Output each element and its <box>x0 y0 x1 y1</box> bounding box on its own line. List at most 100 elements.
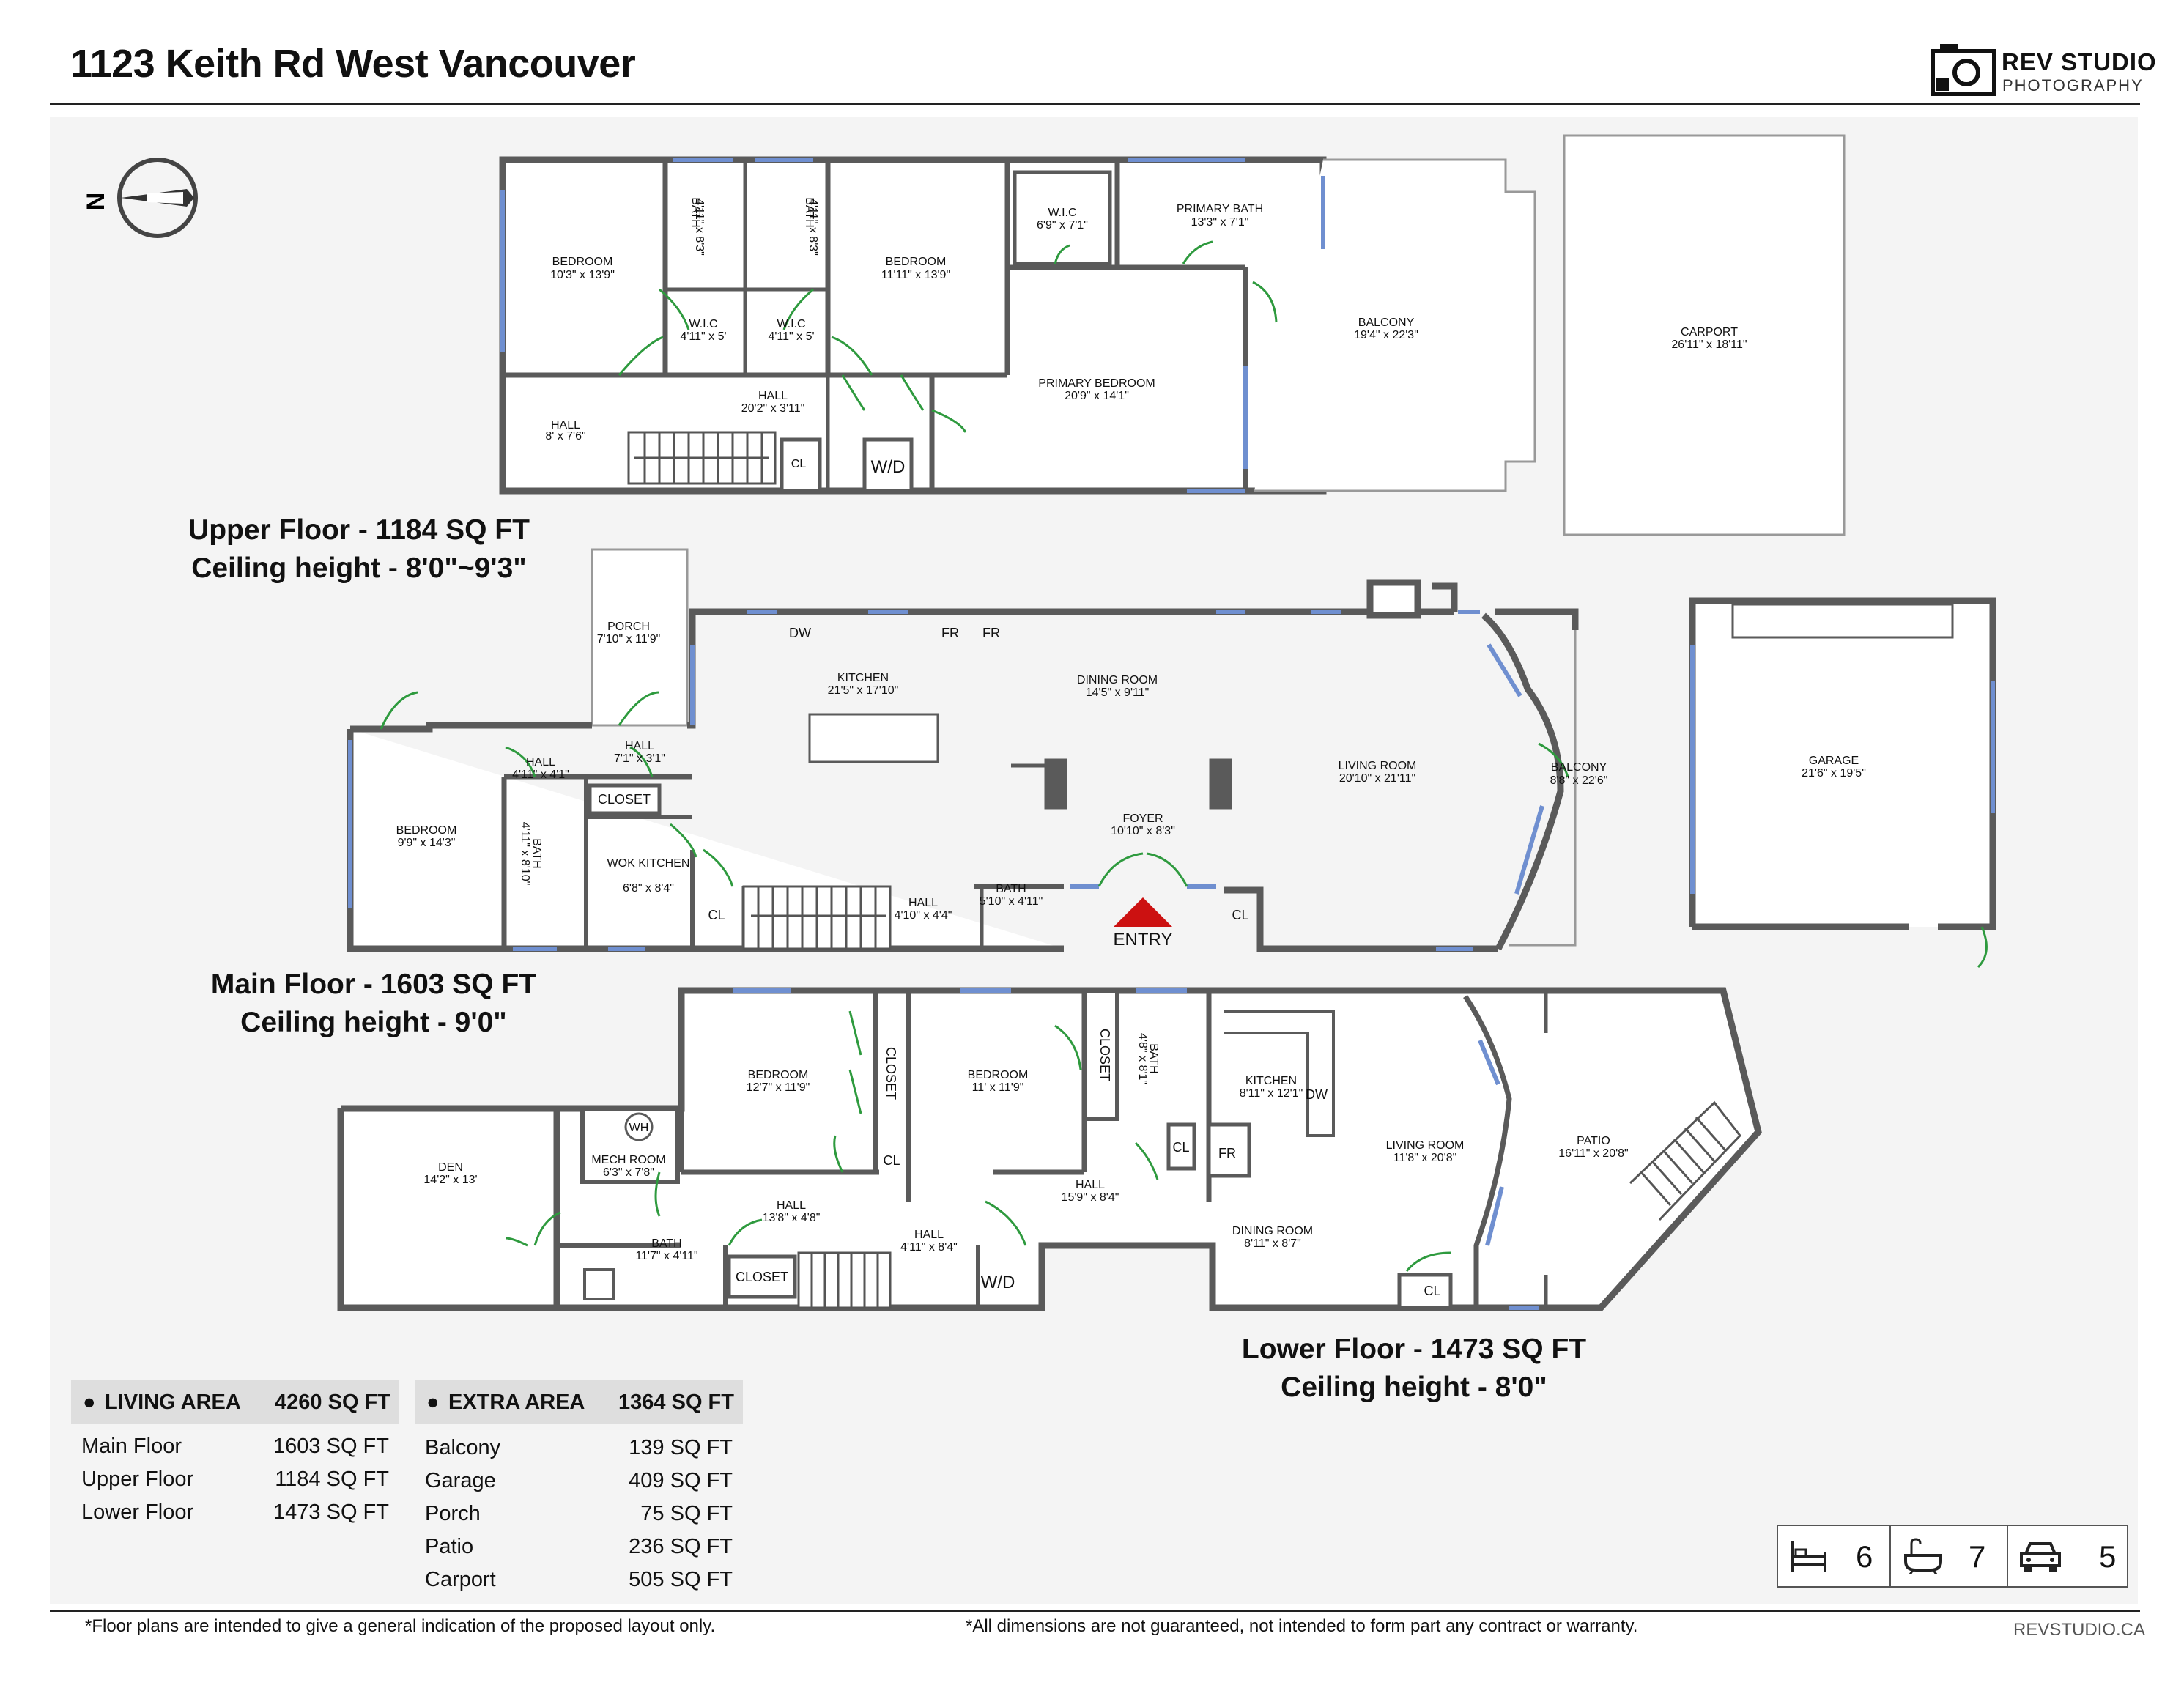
lower-living-dim: 11'8" x 20'8" <box>1393 1152 1457 1164</box>
main-hall-b-name: HALL <box>526 756 555 769</box>
main-bath-b-dim: 5'10" x 4'11" <box>980 895 1043 908</box>
lower-cl-label-b: CL <box>1172 1140 1189 1155</box>
main-entry-label: ENTRY <box>1114 930 1173 949</box>
lower-door-swings <box>505 1010 1451 1272</box>
parking-count-cell: 5 <box>2008 1526 2127 1586</box>
main-dining-dim: 14'5" x 9'11" <box>1086 686 1150 699</box>
main-hall-c-name: HALL <box>908 897 938 909</box>
upper-closet-label: CL <box>791 458 807 470</box>
lower-bedroom-a-dim: 12'7" x 11'9" <box>747 1081 810 1094</box>
main-balcony-name: BALCONY <box>1551 761 1607 774</box>
main-porch-name: PORCH <box>607 621 650 633</box>
carport-name: CARPORT <box>1681 326 1738 338</box>
table-row: Porch 75 SQ FT <box>425 1502 733 1534</box>
upper-wic-a-dim: 4'11" x 5' <box>680 330 726 343</box>
upper-bath-a-dim: 4'11" x 8'3" <box>693 199 706 256</box>
upper-balcony-name: BALCONY <box>1358 316 1415 329</box>
main-floor-area: Main Floor - 1603 SQ FT <box>210 969 537 1000</box>
north-arrow-icon: N <box>82 158 198 238</box>
lower-living-name: LIVING ROOM <box>1386 1139 1465 1152</box>
main-dining-name: DINING ROOM <box>1077 674 1158 686</box>
lower-patio-name: PATIO <box>1577 1135 1610 1147</box>
lower-bedroom-b-dim: 11' x 11'9" <box>972 1081 1024 1094</box>
row-value: 409 SQ FT <box>629 1469 733 1492</box>
bathroom-count-cell: 7 <box>1891 1526 2007 1586</box>
main-cl-label-b: CL <box>1232 908 1248 922</box>
extra-area-header: ● EXTRA AREA 1364 SQ FT <box>415 1380 743 1424</box>
garage-dim: 21'6" x 19'5" <box>1802 767 1866 780</box>
main-balcony-dim: 8'8" x 22'6" <box>1550 774 1608 787</box>
upper-primary-bath-dim: 13'3" x 7'1" <box>1191 216 1249 229</box>
row-label: Main Floor <box>81 1435 182 1458</box>
garage-name: GARAGE <box>1809 755 1859 767</box>
lower-closet-label-c: CLOSET <box>1097 1029 1112 1081</box>
bullet-icon: ● <box>83 1391 96 1414</box>
row-value: 236 SQ FT <box>629 1535 733 1558</box>
main-floor-ceiling: Ceiling height - 9'0" <box>240 1007 507 1038</box>
living-area-total: 4260 SQ FT <box>275 1391 390 1414</box>
main-porch-dim: 7'10" x 11'9" <box>597 633 661 645</box>
upper-floor-ceiling: Ceiling height - 8'0"~9'3" <box>191 552 527 584</box>
lower-cl-label-a: CL <box>883 1153 900 1168</box>
upper-primary-bath-name: PRIMARY BATH <box>1177 203 1263 215</box>
upper-wic-c-name: W.I.C <box>1048 207 1076 219</box>
extra-area-total: 1364 SQ FT <box>618 1391 734 1414</box>
living-area-header: ● LIVING AREA 4260 SQ FT <box>71 1380 399 1424</box>
entry-marker-icon <box>1114 897 1172 927</box>
main-door-swings <box>380 691 1988 969</box>
lower-washer-dryer-label: W/D <box>981 1273 1015 1292</box>
lower-hall-c-name: HALL <box>1076 1179 1105 1191</box>
main-foyer-dim: 10'10" x 8'3" <box>1111 825 1175 837</box>
upper-wic-b-dim: 4'11" x 5' <box>768 330 814 343</box>
lower-floor-ceiling: Ceiling height - 8'0" <box>1281 1372 1547 1403</box>
table-row: Upper Floor 1184 SQ FT <box>81 1467 389 1500</box>
lower-bath-a-dim: 4'8" x 8'1" <box>1136 1033 1149 1084</box>
main-dishwasher-label: DW <box>789 626 811 640</box>
main-fridge-label-b: FR <box>982 626 1000 640</box>
row-label: Lower Floor <box>81 1500 194 1524</box>
row-value: 139 SQ FT <box>629 1436 733 1459</box>
bed-icon <box>1791 1541 1826 1572</box>
main-wok-kitchen-name: WOK KITCHEN <box>607 857 690 870</box>
lower-patio-dim: 16'11" x 20'8" <box>1558 1147 1628 1160</box>
upper-bedroom-b-dim: 11'11" x 13'9" <box>881 269 950 281</box>
living-area-table: ● LIVING AREA 4260 SQ FT Main Floor 1603… <box>71 1380 399 1524</box>
main-bedroom-name: BEDROOM <box>396 824 457 837</box>
upper-bedroom-b-name: BEDROOM <box>886 256 947 268</box>
main-floor-plan <box>347 548 1996 952</box>
bedroom-count-cell: 6 <box>1778 1526 1889 1586</box>
extra-area-title: EXTRA AREA <box>448 1391 585 1414</box>
row-label: Porch <box>425 1502 481 1525</box>
footer-disclaimer-dimensions: *All dimensions are not guaranteed, not … <box>966 1616 1638 1636</box>
property-summary: 6 7 5 <box>1777 1525 2128 1588</box>
brand-name: REV STUDIO <box>2002 48 2157 75</box>
main-bedroom-dim: 9'9" x 14'3" <box>398 837 456 849</box>
upper-balcony-dim: 19'4" x 22'3" <box>1354 329 1418 341</box>
parking-count: 5 <box>2099 1539 2117 1574</box>
upper-primary-bedroom-name: PRIMARY BEDROOM <box>1038 377 1155 390</box>
upper-floor-area: Upper Floor - 1184 SQ FT <box>188 514 530 546</box>
footer-disclaimer-layout: *Floor plans are intended to give a gene… <box>85 1616 716 1636</box>
lower-fridge-label: FR <box>1218 1146 1236 1160</box>
lower-room-labels: DEN 14'2" x 13' MECH ROOM 6'3" x 7'8" BE… <box>423 1029 1628 1298</box>
lower-mech-dim: 6'3" x 7'8" <box>603 1166 654 1179</box>
lower-closet-label-b: CLOSET <box>884 1047 898 1100</box>
upper-hall-b-name: HALL <box>551 419 580 432</box>
main-floor-caption: Main Floor - 1603 SQ FT Ceiling height -… <box>154 966 593 1042</box>
lower-hall-c-dim: 15'9" x 8'4" <box>1062 1191 1119 1204</box>
main-windows <box>348 610 1995 951</box>
upper-hall-a-name: HALL <box>758 390 788 402</box>
main-bath-a-dim: 4'11" x 8'10" <box>519 822 531 886</box>
table-row: Carport 505 SQ FT <box>425 1568 733 1600</box>
upper-room-labels: BEDROOM 10'3" x 13'9" BATH 4'11" x 8'3" … <box>545 197 1747 477</box>
upper-wic-c-dim: 6'9" x 7'1" <box>1037 219 1088 232</box>
lower-floor-plan <box>337 987 1762 1311</box>
page-title: 1123 Keith Rd West Vancouver <box>70 42 636 86</box>
row-value: 1603 SQ FT <box>273 1435 389 1458</box>
upper-bedroom-a-dim: 10'3" x 13'9" <box>550 269 615 281</box>
row-value: 75 SQ FT <box>640 1502 733 1525</box>
row-label: Carport <box>425 1568 496 1591</box>
lower-floor-caption: Lower Floor - 1473 SQ FT Ceiling height … <box>1194 1330 1634 1407</box>
main-wok-kitchen-dim: 6'8" x 8'4" <box>623 882 674 895</box>
